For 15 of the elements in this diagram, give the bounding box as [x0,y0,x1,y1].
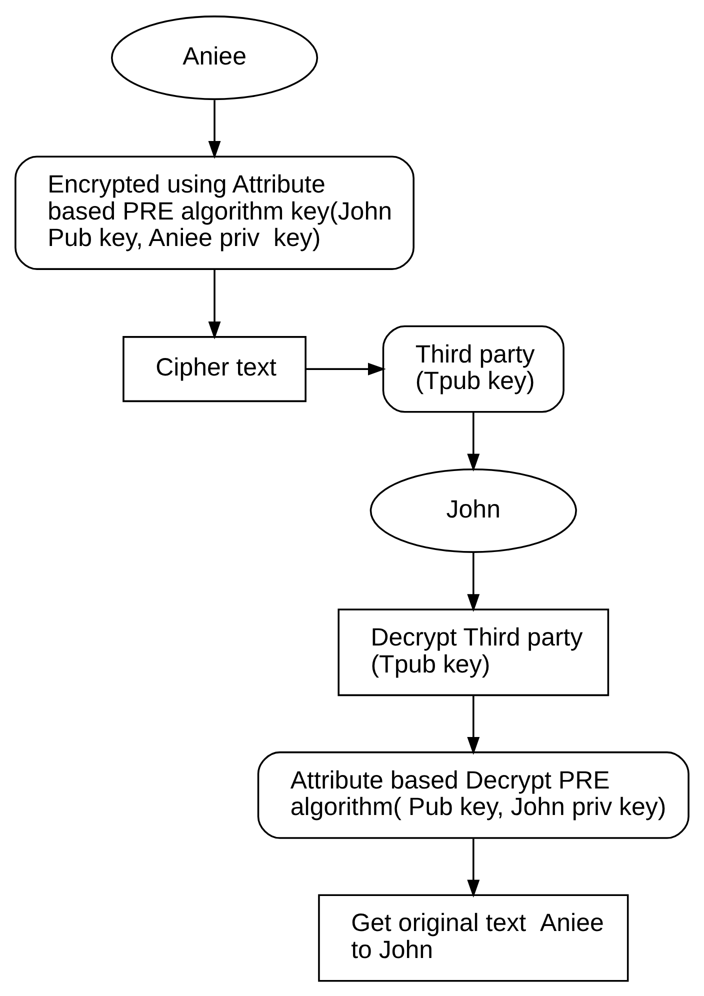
arrow [208,269,221,339]
arrow [208,100,221,158]
node-ellipse: John [370,468,577,552]
node-box: Decrypt Third party (Tpub key) [338,608,610,696]
node-ellipse: Aniee [110,15,318,100]
arrow [306,362,386,375]
node-box: Third party (Tpub key) [382,324,564,412]
node-box: Cipher text [122,336,306,402]
arrow [467,412,480,472]
node-box: Encrypted using Attribute based PRE algorithm key(John Pub key, Aniee priv key) [14,155,414,270]
arrow [467,695,480,754]
arrow [467,838,480,898]
arrow [467,552,480,612]
node-box: Get original text Aniee to John [318,894,629,982]
node-box: Attribute based Decrypt PRE algorithm( Pub key, John priv key) [257,750,690,838]
